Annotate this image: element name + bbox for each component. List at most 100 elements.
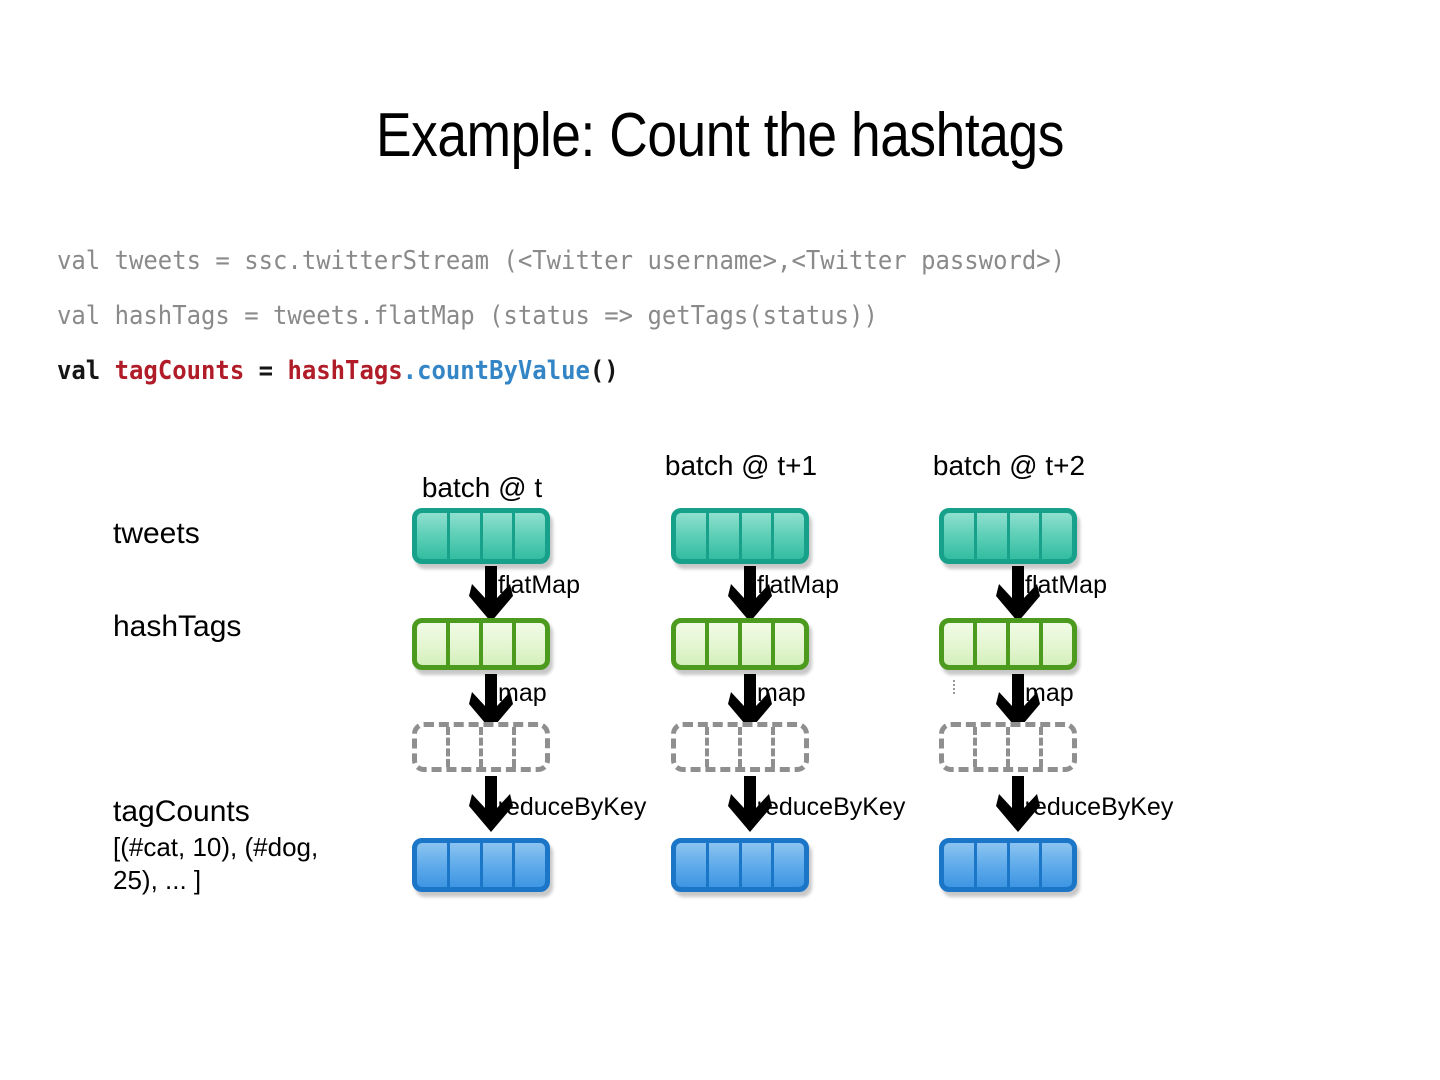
op-label-flatmap: flatMap bbox=[1025, 571, 1107, 599]
arrow-down-icon bbox=[728, 776, 772, 832]
rdd-partition bbox=[1010, 513, 1043, 559]
tagcounts-sample-values: [(#cat, 10), (#dog, 25), ... ] bbox=[113, 832, 319, 895]
ellipsis-artifact bbox=[953, 680, 957, 694]
stage-label-hashtags: hashTags bbox=[113, 610, 242, 643]
stage-label-tagcounts-text: tagCounts bbox=[113, 795, 250, 828]
code-parens: () bbox=[589, 356, 619, 386]
arrow-down-icon bbox=[469, 776, 513, 832]
rdd-box-intermediate bbox=[939, 722, 1077, 772]
rdd-partition bbox=[1010, 727, 1043, 767]
rdd-partition bbox=[742, 513, 775, 559]
rdd-partition bbox=[1010, 623, 1043, 665]
rdd-partition bbox=[977, 623, 1010, 665]
batch-column-t-plus-1: batch @ t+1 flatMap map reduceByKey bbox=[665, 448, 905, 908]
batch-column-t-plus-2: batch @ t+2 flatMap map reduceByKey bbox=[933, 448, 1173, 908]
batch-column-t: batch @ t flatMap map reduceByKey bbox=[412, 448, 646, 908]
arrow-down-icon bbox=[996, 566, 1040, 622]
rdd-box-intermediate bbox=[671, 722, 809, 772]
batch-caption: batch @ t+2 bbox=[932, 450, 1086, 481]
arrow-down-icon bbox=[996, 674, 1040, 730]
op-label-reducebykey: reduceByKey bbox=[1024, 793, 1174, 821]
rdd-partition bbox=[483, 513, 516, 559]
rdd-box-tweets bbox=[412, 508, 550, 564]
code-var-tagcounts: tagCounts bbox=[114, 356, 245, 386]
rdd-partition bbox=[483, 623, 516, 665]
rdd-partition bbox=[977, 727, 1010, 767]
rdd-partition bbox=[742, 623, 775, 665]
rdd-box-hashtags bbox=[412, 618, 550, 670]
rdd-partition bbox=[944, 623, 977, 665]
rdd-partition bbox=[775, 727, 804, 767]
rdd-box-hashtags bbox=[939, 618, 1077, 670]
rdd-partition bbox=[516, 727, 545, 767]
batch-caption: batch @ t bbox=[421, 472, 543, 503]
rdd-box-intermediate bbox=[412, 722, 550, 772]
code-keyword-val: val bbox=[57, 356, 115, 386]
rdd-partition bbox=[515, 513, 545, 559]
rdd-partition bbox=[676, 727, 709, 767]
arrow-down-icon bbox=[469, 566, 513, 622]
stage-label-tweets: tweets bbox=[113, 517, 200, 550]
rdd-partition bbox=[417, 727, 450, 767]
code-line-3: val tagCounts = hashTags.countByValue() bbox=[57, 344, 1179, 399]
arrow-down-icon bbox=[996, 776, 1040, 832]
rdd-partition bbox=[1042, 513, 1072, 559]
rdd-partition bbox=[944, 727, 977, 767]
rdd-partition bbox=[774, 843, 804, 887]
code-dot: . bbox=[402, 356, 418, 386]
stage-label-tagcounts: tagCounts [(#cat, 10), (#dog, 25), ... ] bbox=[113, 792, 363, 897]
arrow-down-icon bbox=[469, 674, 513, 730]
rdd-partition bbox=[676, 623, 709, 665]
rdd-box-hashtags bbox=[671, 618, 809, 670]
batch-caption: batch @ t+1 bbox=[664, 450, 818, 481]
rdd-partition bbox=[709, 843, 742, 887]
rdd-partition bbox=[774, 513, 804, 559]
rdd-partition bbox=[742, 727, 775, 767]
rdd-partition bbox=[450, 727, 483, 767]
page-title: Example: Count the hashtags bbox=[376, 101, 1064, 170]
code-assign: = bbox=[244, 356, 288, 386]
rdd-partition bbox=[450, 843, 483, 887]
rdd-partition bbox=[1042, 843, 1072, 887]
rdd-partition bbox=[742, 843, 775, 887]
rdd-partition bbox=[709, 513, 742, 559]
rdd-partition bbox=[1010, 843, 1043, 887]
op-label-map: map bbox=[498, 679, 547, 707]
rdd-partition bbox=[1043, 623, 1072, 665]
op-label-flatmap: flatMap bbox=[757, 571, 839, 599]
arrow-down-icon bbox=[728, 566, 772, 622]
rdd-box-tweets bbox=[671, 508, 809, 564]
op-label-map: map bbox=[757, 679, 806, 707]
rdd-partition bbox=[483, 727, 516, 767]
rdd-box-tagcounts bbox=[671, 838, 809, 892]
rdd-partition bbox=[417, 843, 450, 887]
rdd-partition bbox=[977, 843, 1010, 887]
rdd-partition bbox=[944, 513, 977, 559]
code-line-2: val hashTags = tweets.flatMap (status =>… bbox=[57, 301, 878, 331]
rdd-partition bbox=[450, 513, 483, 559]
rdd-partition bbox=[417, 623, 450, 665]
rdd-partition bbox=[483, 843, 516, 887]
rdd-partition bbox=[450, 623, 483, 665]
rdd-partition bbox=[775, 623, 804, 665]
op-label-reducebykey: reduceByKey bbox=[497, 793, 647, 821]
rdd-box-tweets bbox=[939, 508, 1077, 564]
rdd-box-tagcounts bbox=[939, 838, 1077, 892]
rdd-partition bbox=[417, 513, 450, 559]
rdd-partition bbox=[944, 843, 977, 887]
rdd-partition bbox=[516, 623, 545, 665]
rdd-box-tagcounts bbox=[412, 838, 550, 892]
rdd-partition bbox=[676, 843, 709, 887]
arrow-down-icon bbox=[728, 674, 772, 730]
code-block: val tweets = ssc.twitterStream (<Twitter… bbox=[57, 234, 1277, 399]
code-line-1: val tweets = ssc.twitterStream (<Twitter… bbox=[57, 246, 1066, 276]
rdd-partition bbox=[709, 623, 742, 665]
rdd-partition bbox=[676, 513, 709, 559]
rdd-partition bbox=[515, 843, 545, 887]
rdd-partition bbox=[977, 513, 1010, 559]
op-label-flatmap: flatMap bbox=[498, 571, 580, 599]
rdd-partition bbox=[1043, 727, 1072, 767]
rdd-partition bbox=[709, 727, 742, 767]
code-var-hashtags: hashTags bbox=[287, 356, 403, 386]
op-label-reducebykey: reduceByKey bbox=[756, 793, 906, 821]
